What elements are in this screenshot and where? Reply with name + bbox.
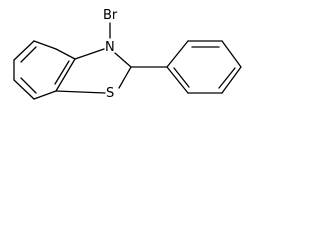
bond-c7a-c7b [33, 90, 57, 100]
bond-ph-1 [166, 40, 189, 68]
double-bond-inner-1 [20, 46, 37, 63]
atom-label-nitrogen: N [105, 40, 115, 55]
thiazoline-ring [55, 22, 132, 94]
bond-ph-6 [166, 66, 189, 94]
bond-c3a-c4 [55, 48, 76, 60]
bond-c7b-c3a [55, 58, 76, 92]
benzo-ring [13, 40, 76, 100]
bond-c2-s [118, 66, 132, 89]
bond-ph-3 [221, 40, 242, 68]
phenyl-double-3 [173, 67, 190, 88]
double-bond-inner-3 [54, 60, 70, 85]
phenyl-double-2 [218, 67, 236, 89]
atom-label-bromine: Br [103, 8, 118, 23]
bond-c3a-n [74, 48, 105, 60]
bond-c5-c6 [13, 40, 35, 61]
double-bond-inner-2 [20, 77, 37, 94]
bond-ph-4 [221, 66, 242, 94]
bond-n-c2 [114, 52, 132, 68]
atom-label-sulfur: S [106, 86, 114, 101]
phenyl-ring [130, 40, 242, 94]
bond-s-c7b [55, 90, 106, 94]
structure-diagram: Br N S [13, 8, 242, 101]
bond-c4-c5 [33, 40, 57, 50]
bond-c7-c7a [13, 79, 35, 100]
